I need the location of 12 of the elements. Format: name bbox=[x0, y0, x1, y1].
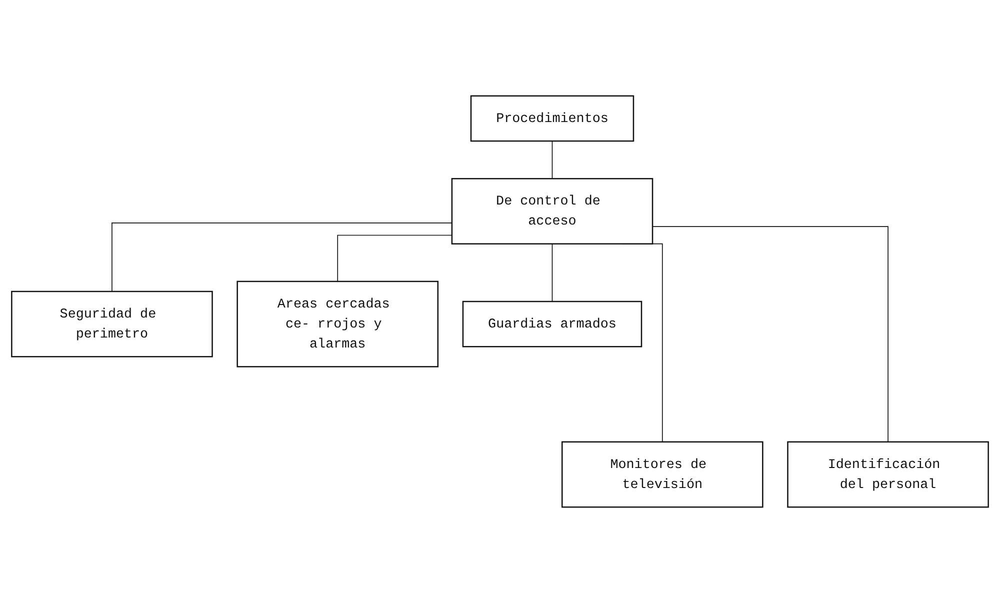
connector bbox=[552, 140, 553, 180]
connector bbox=[337, 234, 452, 282]
node-box: De control de acceso bbox=[451, 178, 654, 244]
connector bbox=[652, 226, 888, 442]
node-box: Monitores de televisión bbox=[561, 441, 764, 508]
node-box: Guardias armados bbox=[462, 300, 642, 348]
node-box: Identificación del personal bbox=[787, 441, 989, 508]
node-box: Procedimientos bbox=[470, 95, 634, 142]
connector bbox=[552, 243, 553, 302]
node-box: Areas cercadas ce- rrojos y alarmas bbox=[236, 280, 439, 368]
connector bbox=[112, 222, 452, 292]
node-box: Seguridad de perimetro bbox=[11, 290, 213, 358]
